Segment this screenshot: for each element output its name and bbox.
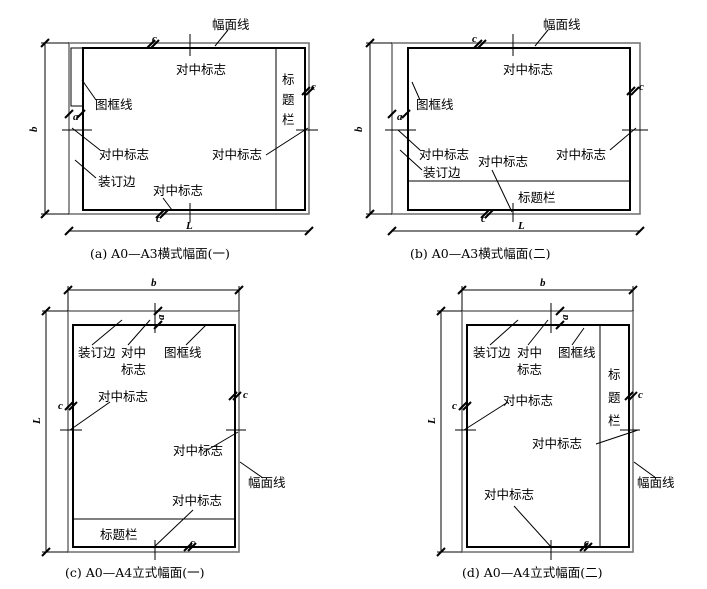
dim-c-right-c: c: [243, 389, 248, 401]
label-center-mark-bottom-c: 对中标志: [172, 493, 222, 508]
panel-a: c c c a b L 幅面线 对中标志 图框线 对中标志 对中标志 装订边 对…: [28, 17, 318, 261]
dim-c-bottom-d: c: [584, 537, 589, 549]
label-frame-line-a: 图框线: [95, 97, 133, 112]
label-center-mark-left-a: 对中标志: [99, 147, 149, 162]
dim-a-a: a: [73, 111, 79, 123]
label-title-block-3-a: 栏: [282, 112, 295, 127]
label-center-mark-left-c: 对中标志: [98, 389, 148, 404]
dim-c-left-c: c: [58, 400, 63, 412]
label-frame-line-c: 图框线: [164, 345, 202, 360]
dim-c-bottom-a: c: [156, 213, 161, 225]
label-center-mark-l1-d: 对中: [517, 345, 542, 360]
label-center-mark-right-d: 对中标志: [532, 436, 582, 451]
label-sheet-line-a: 幅面线: [212, 17, 250, 32]
label-center-mark-right-c: 对中标志: [173, 443, 223, 458]
label-binding-edge-a: 装订边: [98, 174, 136, 189]
panel-c: a c c c b L 装订边 对中 标志 图框线 对中标志 对中标志 幅面线 …: [31, 277, 286, 580]
dim-a-d: a: [559, 314, 571, 320]
binding-strip-a: [70, 47, 84, 107]
frame-line-d: [466, 324, 630, 548]
label-sheet-line-d: 幅面线: [637, 475, 675, 490]
caption-b: (b) A0—A3横式幅面(二): [410, 246, 550, 261]
label-frame-line-d: 图框线: [558, 345, 596, 360]
dim-c-bottom-b: c: [481, 213, 486, 225]
dim-c-right-a: c: [311, 81, 316, 93]
label-center-mark-bottom-a: 对中标志: [153, 183, 203, 198]
label-title-block-b: 标题栏: [518, 190, 556, 205]
dim-c-top-b: c: [472, 33, 477, 45]
sheet-line-a: [68, 42, 310, 215]
label-title-block-2-d: 题: [608, 390, 621, 405]
dim-c-top-a: c: [152, 33, 157, 45]
dim-L-b: L: [517, 220, 525, 232]
caption-a: (a) A0—A3横式幅面(一): [90, 246, 230, 261]
label-title-block-2-a: 题: [282, 92, 295, 107]
label-center-mark-left-d: 对中标志: [503, 393, 553, 408]
dim-b-a: b: [28, 126, 40, 132]
dim-c-left-d: c: [452, 400, 457, 412]
label-center-mark-l2-c: 标志: [121, 362, 146, 377]
dim-c-right-b: c: [639, 81, 644, 93]
label-center-mark-l2-d: 标志: [517, 362, 542, 377]
dim-c-bottom-c: c: [190, 537, 195, 549]
label-binding-edge-c: 装订边: [78, 345, 116, 360]
frame-line-a: [82, 47, 306, 211]
label-frame-line-b: 图框线: [416, 97, 454, 112]
label-title-block-1-d: 标: [608, 367, 621, 382]
dim-b-d: b: [540, 277, 546, 289]
panel-b: c c c a b L 幅面线 对中标志 图框线 对中标志 对中标志 对中标志 …: [353, 17, 648, 261]
panel-d: a c c c b L 装订边 对中 标志 图框线 标 题 栏 对中标志 对中标…: [426, 277, 675, 580]
frame-line-b: [407, 47, 631, 211]
label-center-mark-right-b: 对中标志: [556, 147, 606, 162]
label-sheet-line-b: 幅面线: [543, 17, 581, 32]
label-center-mark-bottom-d: 对中标志: [484, 487, 534, 502]
dim-L-c: L: [31, 417, 43, 425]
label-binding-edge-d: 装订边: [473, 345, 511, 360]
sheet-line-c: [67, 310, 240, 553]
label-title-block-c: 标题栏: [100, 527, 138, 542]
caption-d: (d) A0—A4立式幅面(二): [462, 565, 602, 580]
dim-b-b: b: [353, 126, 365, 132]
label-binding-edge-b: 装订边: [423, 165, 461, 180]
label-title-block-3-d: 栏: [608, 413, 621, 428]
label-center-mark-left-b: 对中标志: [419, 147, 469, 162]
label-center-mark-bottom-b: 对中标志: [478, 154, 528, 169]
dim-L-a: L: [185, 220, 193, 232]
sheet-line-b: [391, 42, 641, 215]
dim-c-right-d: c: [638, 389, 643, 401]
dim-L-d: L: [426, 417, 438, 425]
label-center-mark-l1-c: 对中: [121, 345, 146, 360]
dim-b-c: b: [151, 277, 157, 289]
label-center-mark-top-a: 对中标志: [176, 62, 226, 77]
dim-a-b: a: [397, 111, 403, 123]
label-title-block-1-a: 标: [282, 72, 295, 87]
dim-a-c: a: [155, 314, 167, 320]
label-center-mark-top-b: 对中标志: [503, 62, 553, 77]
caption-c: (c) A0—A4立式幅面(一): [65, 565, 204, 580]
label-sheet-line-c: 幅面线: [248, 475, 286, 490]
label-center-mark-right-a: 对中标志: [212, 147, 262, 162]
